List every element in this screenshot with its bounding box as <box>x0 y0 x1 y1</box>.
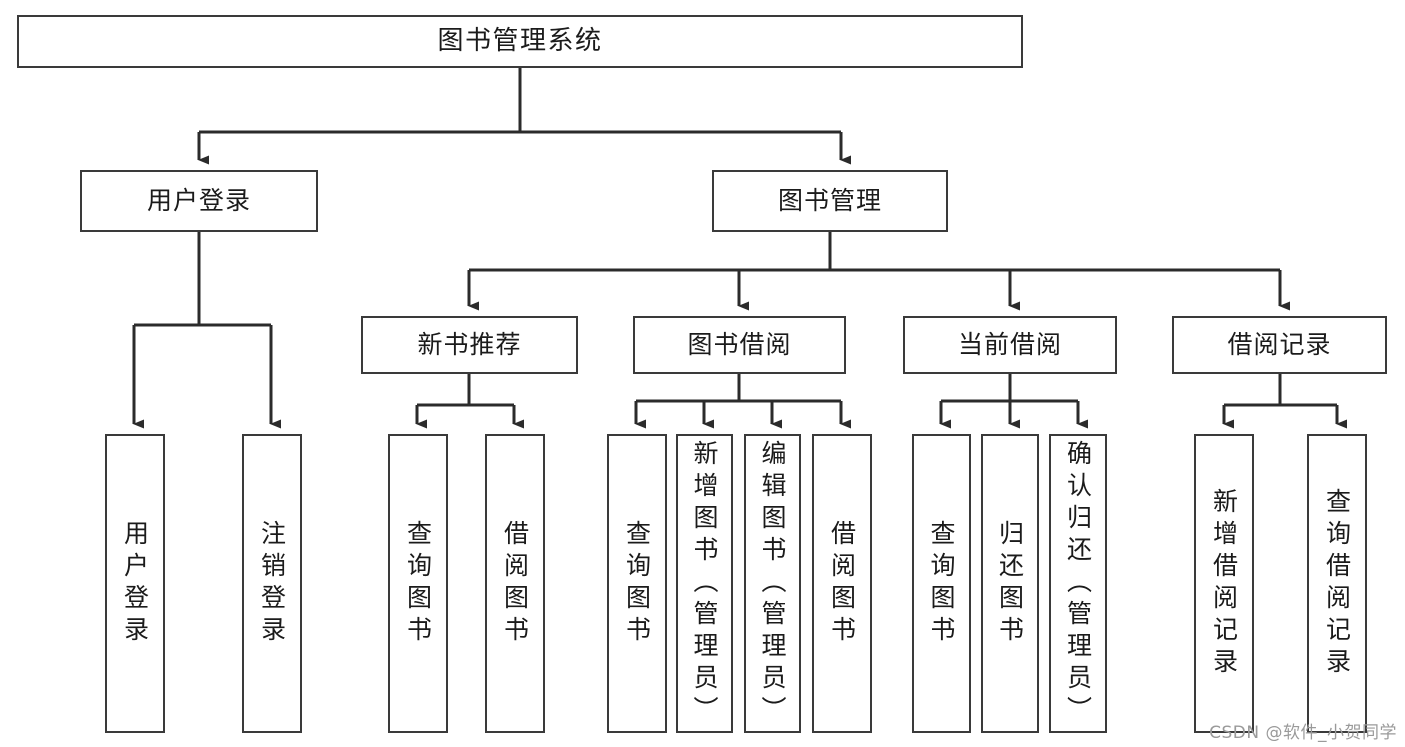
node-user-login-label: 用户登录 <box>146 185 251 215</box>
leaf-query-record-label: 查询借阅记录 <box>1322 487 1352 680</box>
leaf-query-book-3-label: 查询图书 <box>927 519 956 648</box>
node-book-borrow-label: 图书借阅 <box>687 329 792 359</box>
node-root-system-label: 图书管理系统 <box>437 25 603 56</box>
node-book-borrow[interactable]: 图书借阅 <box>633 316 846 374</box>
node-user-login[interactable]: 用户登录 <box>80 170 318 232</box>
leaf-query-book-2-label: 查询图书 <box>622 519 652 648</box>
leaf-logout-login-label: 注销登录 <box>257 519 287 648</box>
leaf-borrow-book-2-label: 借阅图书 <box>827 519 857 648</box>
node-new-book-recommend[interactable]: 新书推荐 <box>361 316 578 374</box>
leaf-query-book-2[interactable]: 查询图书 <box>607 434 667 733</box>
leaf-borrow-book-1[interactable]: 借阅图书 <box>485 434 545 733</box>
leaf-query-book-3[interactable]: 查询图书 <box>912 434 971 733</box>
node-current-borrow-label: 当前借阅 <box>957 329 1062 359</box>
node-borrow-record[interactable]: 借阅记录 <box>1172 316 1387 374</box>
leaf-return-book-label: 归还图书 <box>995 519 1025 648</box>
leaf-borrow-book-2[interactable]: 借阅图书 <box>812 434 872 733</box>
leaf-query-record[interactable]: 查询借阅记录 <box>1307 434 1367 733</box>
leaf-edit-book[interactable]: 编辑图书（管理员） <box>744 434 801 733</box>
csdn-watermark: CSDN @软件_小贺同学 <box>1209 723 1397 743</box>
leaf-add-record-label: 新增借阅记录 <box>1209 487 1239 680</box>
leaf-user-login[interactable]: 用户登录 <box>105 434 165 733</box>
node-current-borrow[interactable]: 当前借阅 <box>903 316 1117 374</box>
leaf-add-book-label: 新增图书（管理员） <box>690 439 719 728</box>
leaf-confirm-return-label: 确认归还（管理员） <box>1063 439 1093 728</box>
node-new-book-recommend-label: 新书推荐 <box>417 329 522 359</box>
node-book-manage-label: 图书管理 <box>777 185 882 215</box>
leaf-return-book[interactable]: 归还图书 <box>981 434 1039 733</box>
leaf-add-book[interactable]: 新增图书（管理员） <box>676 434 733 733</box>
leaf-user-login-label: 用户登录 <box>120 519 150 648</box>
node-root-system[interactable]: 图书管理系统 <box>17 15 1023 68</box>
node-book-manage[interactable]: 图书管理 <box>712 170 948 232</box>
leaf-query-book-1[interactable]: 查询图书 <box>388 434 448 733</box>
leaf-query-book-1-label: 查询图书 <box>403 519 433 648</box>
leaf-edit-book-label: 编辑图书（管理员） <box>758 439 787 728</box>
leaf-borrow-book-1-label: 借阅图书 <box>500 519 530 648</box>
leaf-confirm-return[interactable]: 确认归还（管理员） <box>1049 434 1107 733</box>
leaf-logout-login[interactable]: 注销登录 <box>242 434 302 733</box>
leaf-add-record[interactable]: 新增借阅记录 <box>1194 434 1254 733</box>
node-borrow-record-label: 借阅记录 <box>1227 329 1332 359</box>
